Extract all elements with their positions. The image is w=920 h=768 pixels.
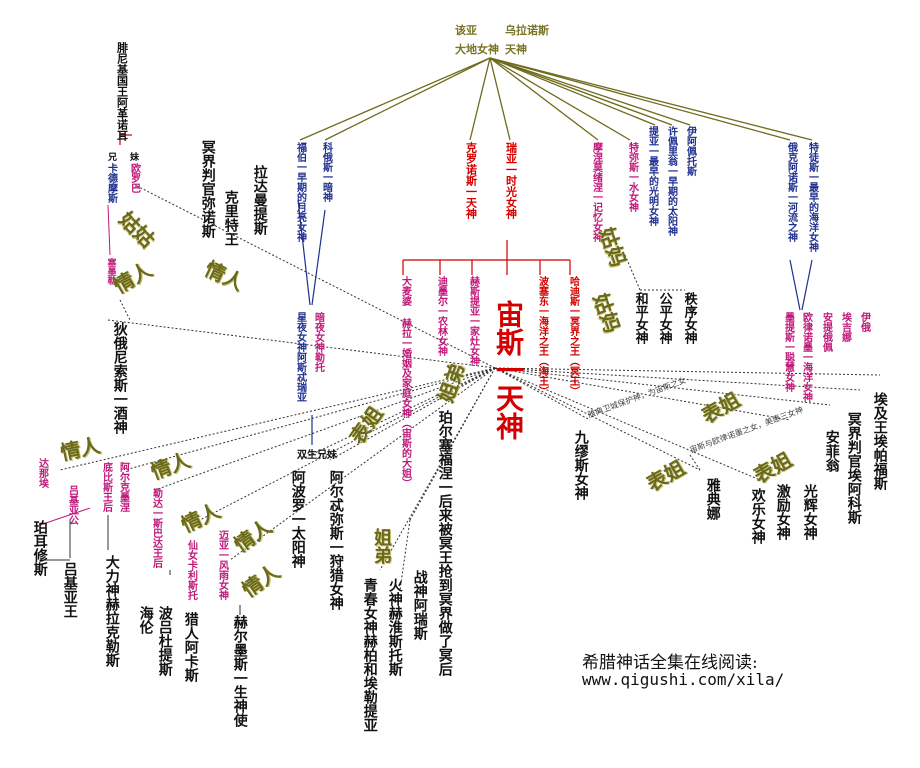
cronus-label: 克罗诺斯一天神	[464, 142, 478, 219]
cadmus-label: 卡德摩斯	[105, 163, 117, 203]
aegina-label: 埃吉娜	[839, 312, 851, 342]
coeus-label: 科俄斯一暗神	[320, 142, 332, 202]
justice-label: 公平女神	[656, 292, 672, 344]
demeter2-label: 迪墨尔一农林女神	[435, 276, 447, 356]
rhea-label: 瑞亚一时光女神	[504, 142, 518, 219]
leto-label: 暗夜女神勒托	[312, 312, 324, 372]
brother-label: 兄	[108, 153, 118, 163]
hera-label: 赫拉一婚姻及家庭女神（宙斯的大姐）	[399, 318, 411, 488]
order-label: 秩序女神	[681, 292, 697, 344]
leda-label: 勒达一斯巴达王后	[150, 488, 162, 568]
oceanus-label: 俄克阿诺斯一河流之神	[785, 142, 797, 242]
theia-label: 提亚一最早的光明女神	[646, 126, 658, 226]
hyperion-label: 许佩里翁一早期的太阳神	[665, 126, 677, 236]
artemis-label: 阿尔忒弥斯一狩猎女神	[327, 470, 344, 610]
danae-label: 达那埃	[36, 458, 48, 488]
iapetus-label: 伊阿佩托斯	[684, 126, 696, 176]
io-label: 伊俄	[858, 312, 870, 332]
epaphus-label: 埃及王埃帕福斯	[871, 392, 888, 490]
perseus-label: 珀耳修斯	[31, 520, 48, 576]
tethys-label: 特徒斯一最早的海洋女神	[806, 142, 818, 252]
mnemosyne-label: 摩涅莫绪涅一记忆女神	[590, 142, 602, 242]
themis-label: 特弥斯一水女神	[626, 142, 638, 212]
minos-label: 冥界判官弥诺斯	[199, 140, 216, 238]
callisto-label: 仙女卡利斯托	[185, 540, 197, 600]
maia-label: 迈亚一风雨女神	[216, 530, 228, 600]
rhadamanthys-label: 拉达曼提斯	[251, 165, 268, 235]
lycian-label: 吕基亚公	[66, 485, 78, 525]
hades-label: 哈迪斯一冥界之王（冥王）	[567, 276, 579, 396]
semele-label: 塞墨勒	[105, 258, 116, 285]
ares-label: 战神阿瑞斯	[411, 570, 428, 640]
athena-label: 雅典娜	[704, 478, 721, 520]
sarpedon-label: 吕基亚王	[61, 562, 78, 618]
antiope-label: 安提俄佩	[820, 312, 832, 352]
sister-label: 妹	[130, 153, 140, 163]
hestia-label: 赫斯提亚一家灶女神	[467, 276, 479, 366]
twins-label: 双生兄妹	[297, 450, 337, 461]
aeacus-label: 冥界判官埃阿科斯	[845, 412, 862, 524]
europa-label: 欧罗巴	[128, 163, 140, 193]
polydeuces-label: 波吕杜提斯	[156, 606, 173, 676]
amphitryon-label: 底比斯王后	[100, 462, 112, 512]
asteria-label: 星夜女神阿斯忒瑞亚	[294, 312, 306, 402]
footer-title: 希腊神话全集在线阅读:	[582, 653, 758, 673]
alcmene-label: 阿尔克墨涅	[117, 462, 129, 512]
gaia-label: 该亚 大地女神	[455, 24, 499, 56]
arcas-label: 猎人阿卡斯	[182, 612, 199, 682]
zeus-label: 宙斯一天神	[492, 300, 525, 440]
hermes-label: 赫尔墨斯一生神使	[231, 615, 248, 727]
cretan-king-label: 克里特王	[222, 190, 239, 246]
dionysus-label: 狄俄尼索斯一酒神	[111, 322, 128, 434]
apollo-label: 阿波罗一太阳神	[289, 470, 306, 568]
poseidon-label: 波塞东一海洋之王（海王）	[536, 276, 548, 396]
aglaea-label: 激励女神	[774, 484, 791, 540]
helen-label: 海伦	[137, 606, 154, 634]
uranus-label: 乌拉诺斯 天神	[505, 24, 549, 56]
heracles-label: 大力神赫拉克勒斯	[103, 555, 120, 667]
demeter-label: 大麦婆	[399, 276, 411, 306]
amphion-label: 安菲翁	[823, 430, 840, 472]
footer-url[interactable]: www.qigushi.com/xila/	[582, 670, 785, 689]
phoebe-label: 福伯一早期的月亮女神	[294, 142, 306, 242]
hebe-label: 青春女神赫柏和埃勒提亚	[361, 578, 378, 732]
agenor-label: 腓尼基国王阿革诺耳	[115, 42, 129, 141]
thalia-label: 光辉女神	[801, 484, 818, 540]
euphrosyne-label: 欢乐女神	[749, 488, 766, 544]
hephaestus-label: 火神赫淮斯托斯	[386, 578, 403, 676]
peace-label: 和平女神	[632, 292, 648, 344]
persephone-label: 珀尔塞福涅一后来被冥王抢到冥界做了冥后	[436, 410, 453, 676]
metis-label: 墨提斯一聪慧女神	[782, 312, 794, 392]
muses-label: 九缪斯女神	[572, 430, 589, 500]
relation-siblings-2: 姐弟	[371, 528, 392, 564]
eurynome-label: 欧律诺墨一海洋女神	[800, 312, 812, 402]
